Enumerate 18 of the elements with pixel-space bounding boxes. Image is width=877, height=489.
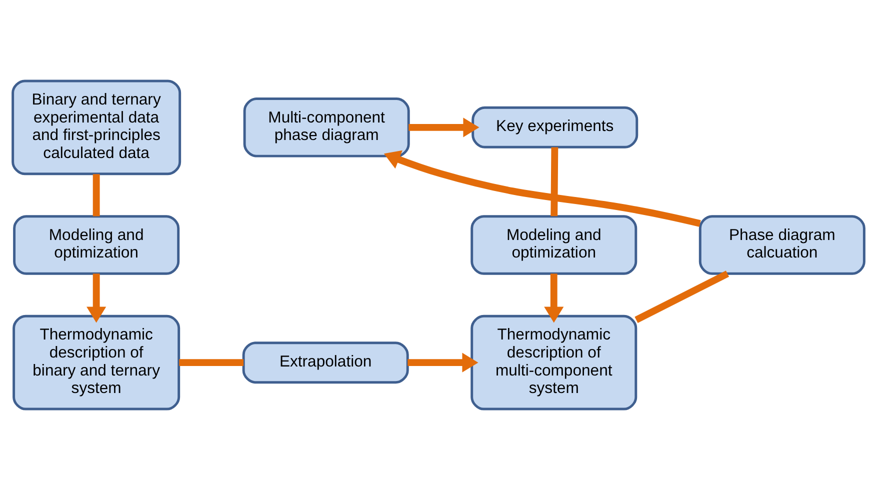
node-box: Multi-component phase diagram [243, 97, 410, 157]
connector [634, 270, 730, 322]
arrow [384, 150, 701, 226]
arrow [408, 352, 478, 372]
node-box: Modeling and optimization [13, 214, 180, 274]
node-box: Key experiments [472, 106, 638, 148]
connector [550, 146, 558, 216]
connector [179, 358, 244, 366]
node-box: Modeling and optimization [470, 214, 638, 274]
arrow [408, 117, 480, 137]
node-box: Phase diagram calcuation [698, 214, 866, 274]
arrow [86, 273, 106, 322]
connector [92, 174, 100, 216]
node-box: Extrapolation [242, 341, 409, 384]
node-box: Thermodynamic description of multi-component system [470, 314, 638, 410]
node-box: Thermodynamic description of binary and ternary system [12, 314, 180, 410]
arrow [544, 273, 564, 322]
node-box: Binary and ternary experimental data and first-principles calculated data [12, 79, 182, 175]
